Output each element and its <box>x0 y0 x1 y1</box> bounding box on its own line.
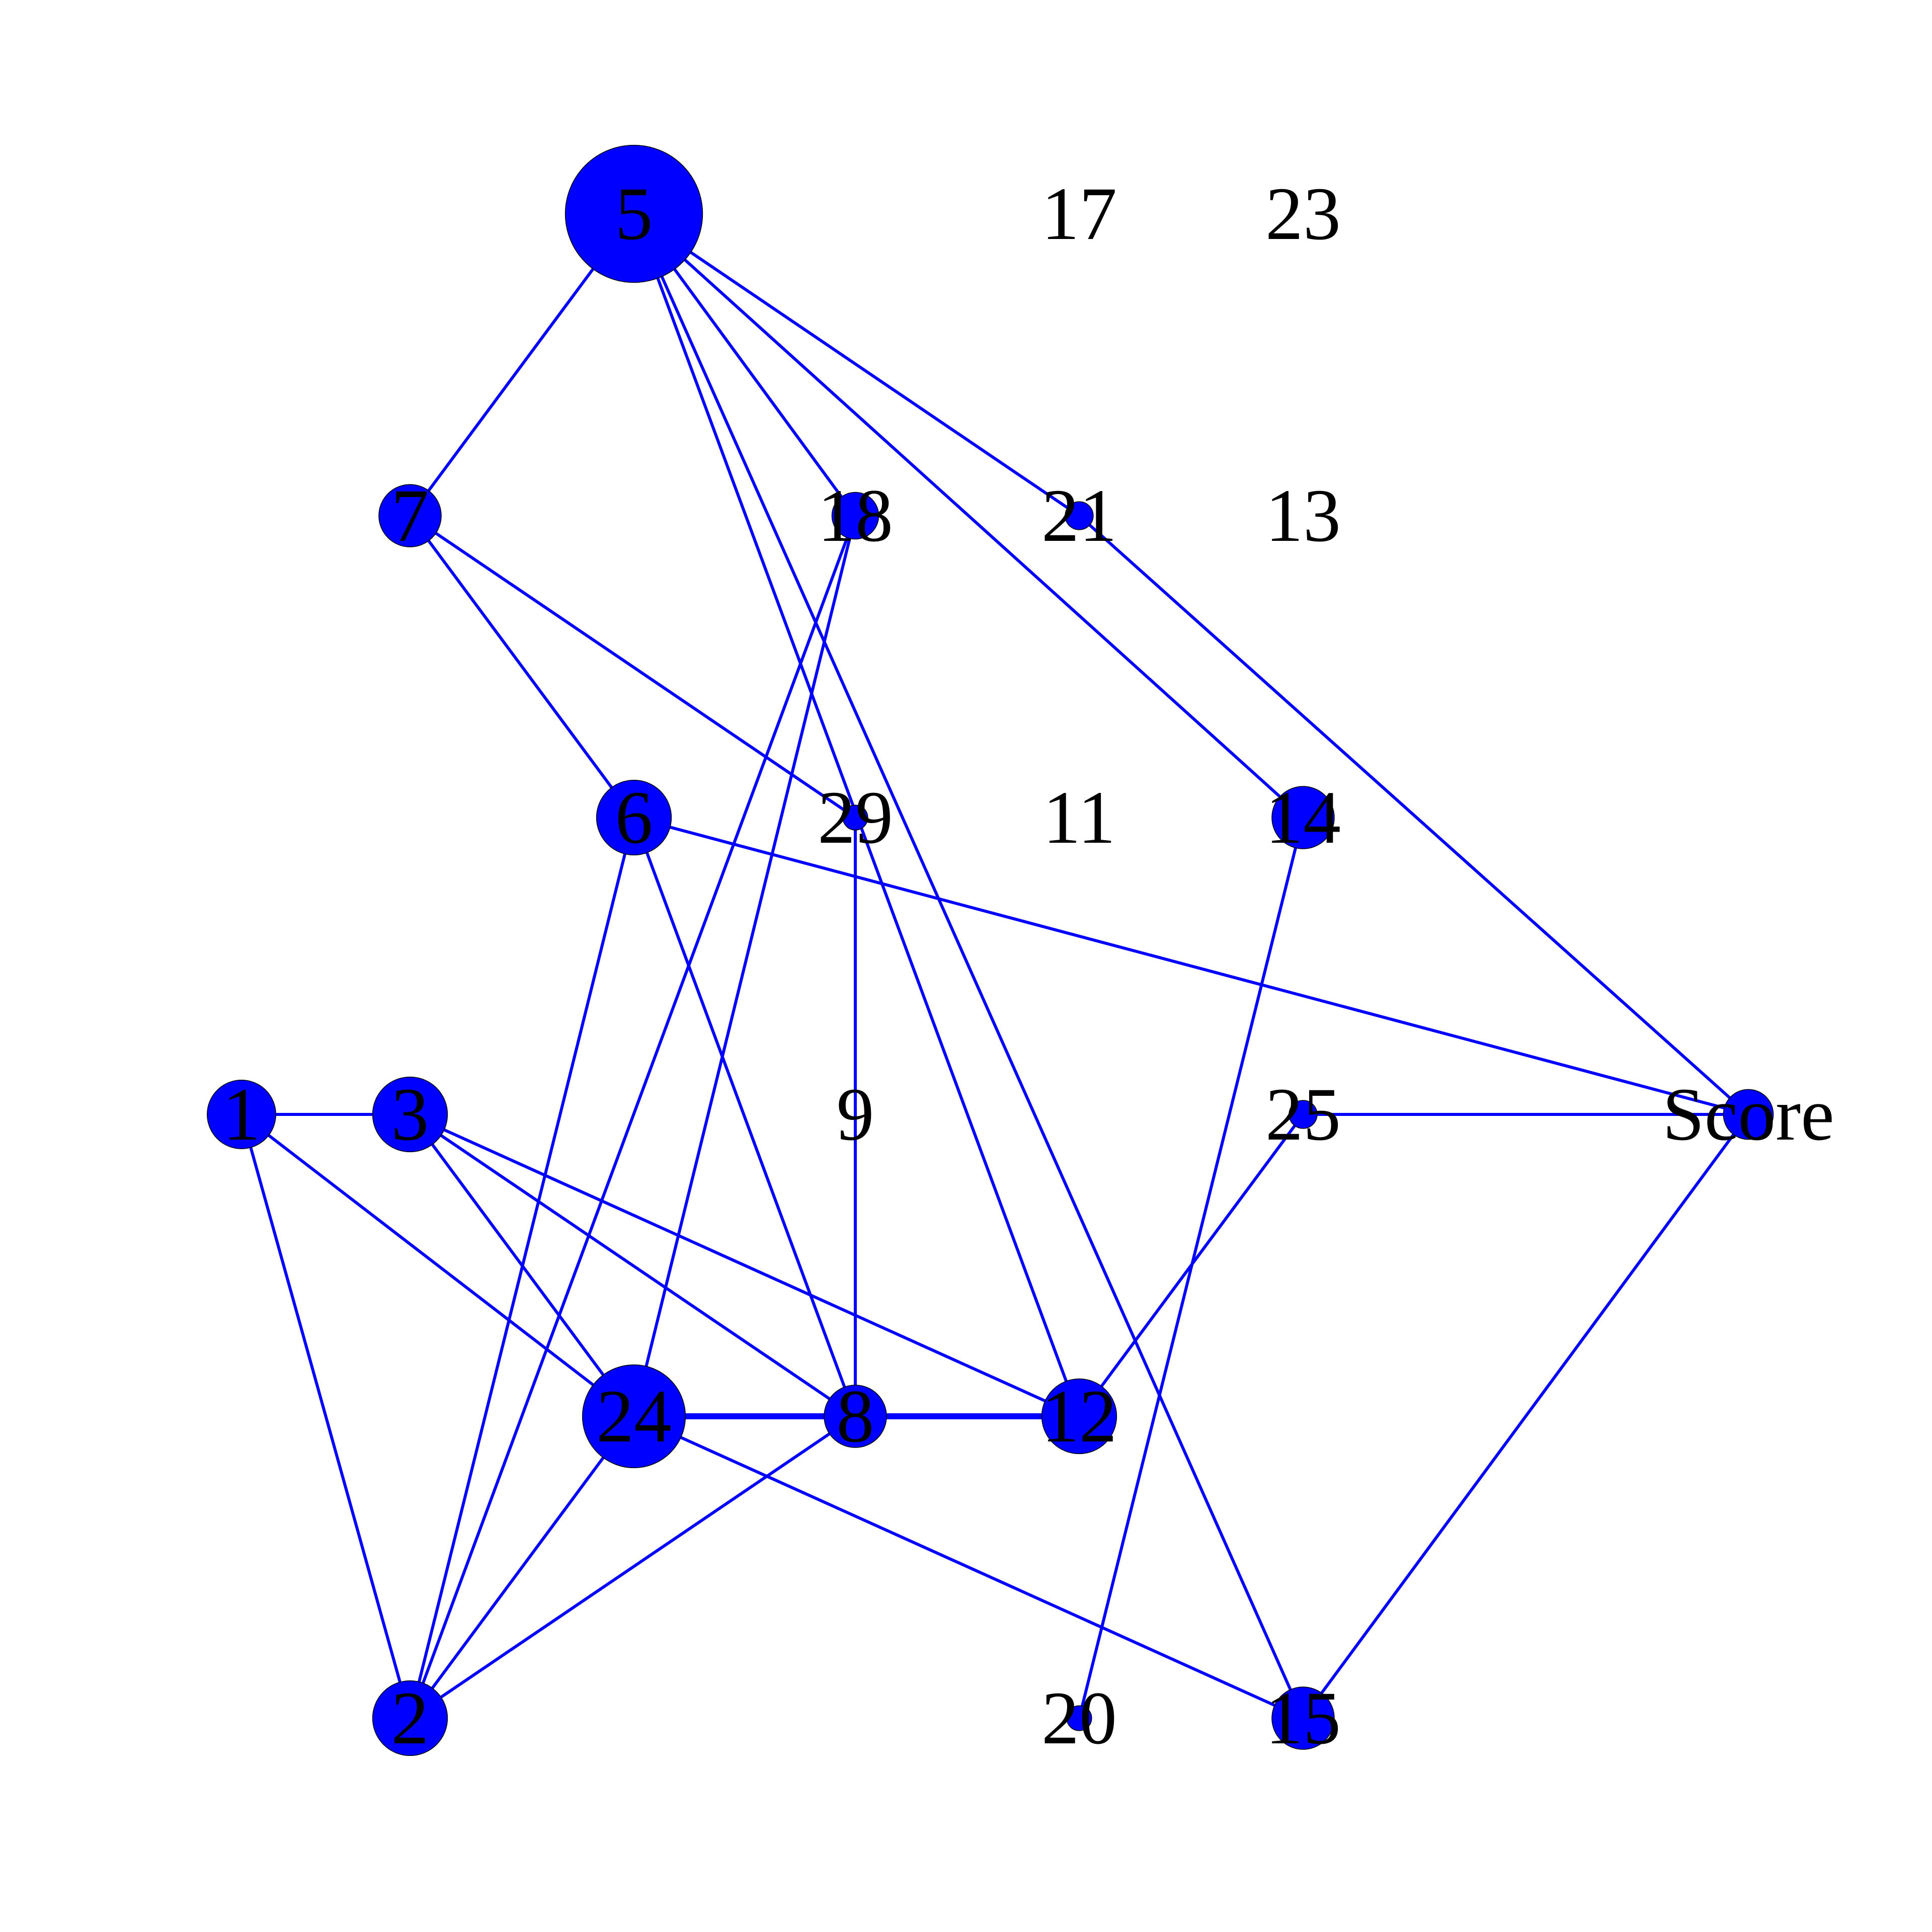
node-6: 6 <box>596 776 672 859</box>
node-label-9: 9 <box>837 1073 874 1156</box>
node-circle-18 <box>831 492 879 540</box>
edge-3-8 <box>409 1113 856 1418</box>
edge-5-15 <box>632 213 1305 1719</box>
edge-5-21 <box>633 212 1080 517</box>
node-Score: Score <box>1662 1073 1834 1156</box>
node-circle-7 <box>378 484 442 547</box>
node-8: 8 <box>824 1375 887 1458</box>
node-label-11: 11 <box>1043 776 1115 859</box>
node-circle-8 <box>824 1385 887 1448</box>
edge-1-24 <box>240 1113 635 1418</box>
node-7: 7 <box>378 474 442 557</box>
node-21: 21 <box>1041 474 1117 557</box>
node-label-24: 24 <box>596 1375 672 1458</box>
edge-Score-15 <box>1302 1113 1750 1719</box>
node-circle-21 <box>1065 501 1094 530</box>
edge-7-29 <box>409 514 856 819</box>
node-circle-15 <box>1271 1686 1335 1750</box>
edge-18-2 <box>409 515 857 1719</box>
node-25: 25 <box>1265 1073 1341 1156</box>
node-label-25: 25 <box>1265 1073 1341 1156</box>
edge-21-Score <box>1078 514 1750 1116</box>
node-29: 29 <box>818 776 893 859</box>
node-label-17: 17 <box>1041 172 1117 256</box>
edge-24-15 <box>633 1415 1304 1720</box>
node-label-15: 15 <box>1265 1676 1341 1760</box>
edge-6-8 <box>632 817 857 1417</box>
node-circle-29 <box>842 804 868 831</box>
node-label-13: 13 <box>1265 474 1341 557</box>
node-2: 2 <box>372 1676 448 1760</box>
node-circle-Score <box>1723 1089 1774 1140</box>
node-9: 9 <box>837 1073 874 1156</box>
node-circle-25 <box>1289 1100 1318 1129</box>
node-label-29: 29 <box>818 776 893 859</box>
edge-24-2 <box>409 1415 635 1719</box>
edge-1-2 <box>240 1114 412 1719</box>
edge-3-12 <box>409 1113 1080 1418</box>
node-3: 3 <box>372 1073 448 1156</box>
edges-layer <box>240 212 1750 1720</box>
node-label-Score: Score <box>1662 1073 1834 1156</box>
node-circle-1 <box>207 1080 276 1149</box>
node-label-14: 14 <box>1265 776 1341 859</box>
node-label-2: 2 <box>391 1676 429 1760</box>
edge-25-12 <box>1078 1113 1305 1417</box>
edge-5-14 <box>632 212 1305 819</box>
node-circle-12 <box>1041 1378 1117 1455</box>
node-circle-3 <box>372 1076 448 1153</box>
node-label-18: 18 <box>818 474 893 557</box>
edge-6-2 <box>409 817 635 1719</box>
node-12: 12 <box>1041 1375 1117 1458</box>
node-label-20: 20 <box>1041 1676 1117 1760</box>
node-17: 17 <box>1041 172 1117 256</box>
edge-8-2 <box>409 1415 856 1720</box>
node-label-1: 1 <box>223 1073 261 1156</box>
node-label-23: 23 <box>1265 172 1341 256</box>
edge-6-Score <box>633 816 1749 1116</box>
node-label-5: 5 <box>615 172 653 256</box>
node-14: 14 <box>1265 776 1341 859</box>
node-label-21: 21 <box>1041 474 1117 557</box>
node-circle-20 <box>1066 1705 1092 1731</box>
node-label-6: 6 <box>615 776 653 859</box>
node-circle-2 <box>372 1680 448 1756</box>
node-label-7: 7 <box>391 474 429 557</box>
node-20: 20 <box>1041 1676 1117 1760</box>
node-24: 24 <box>582 1364 686 1469</box>
node-label-8: 8 <box>837 1375 874 1458</box>
edge-18-24 <box>632 515 857 1417</box>
node-label-3: 3 <box>391 1073 429 1156</box>
node-circle-5 <box>565 144 703 283</box>
node-label-12: 12 <box>1041 1375 1117 1458</box>
edge-7-6 <box>409 515 635 819</box>
node-15: 15 <box>1265 1676 1341 1760</box>
node-23: 23 <box>1265 172 1341 256</box>
node-circle-6 <box>596 779 672 856</box>
node-circle-24 <box>582 1364 686 1469</box>
node-18: 18 <box>818 474 893 557</box>
node-5: 5 <box>565 144 703 283</box>
node-1: 1 <box>207 1073 276 1156</box>
node-11: 11 <box>1043 776 1115 859</box>
node-circle-14 <box>1271 786 1335 849</box>
node-13: 13 <box>1265 474 1341 557</box>
